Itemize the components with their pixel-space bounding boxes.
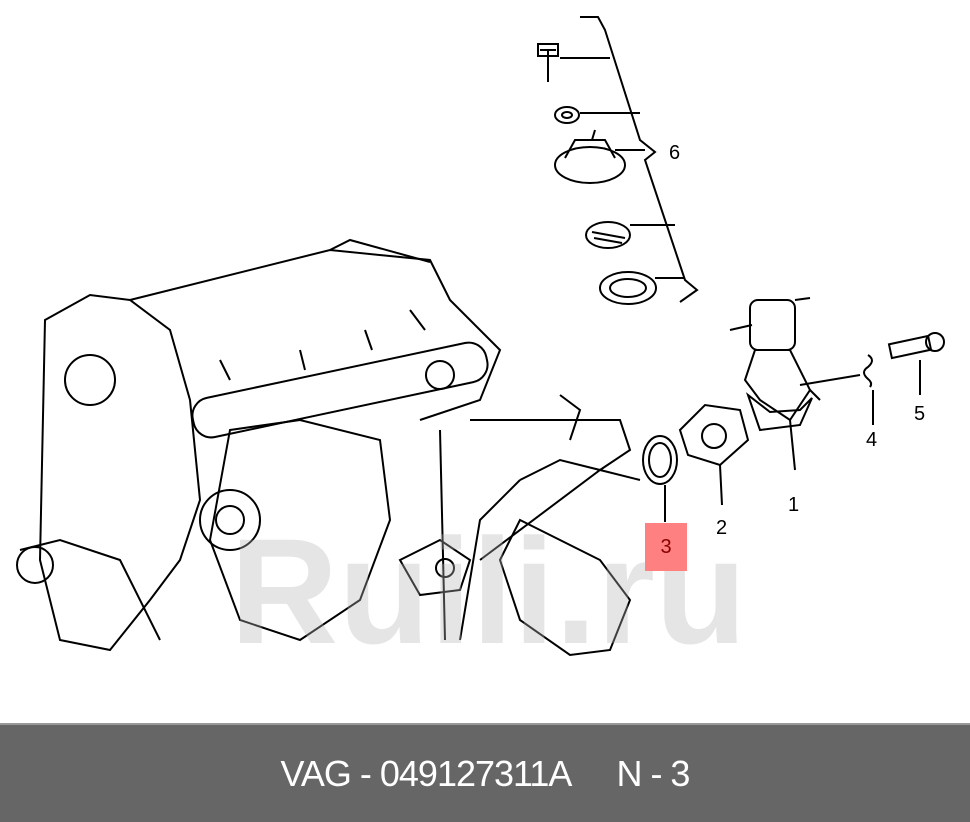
part-1-fuel-pump: [729, 297, 861, 471]
part-3-o-ring: [642, 435, 678, 522]
part-number-footer: VAG - 049127311A N - 3: [0, 723, 970, 822]
footer-position: N - 3: [616, 752, 690, 794]
callout-2[interactable]: 2: [716, 517, 728, 539]
callout-5[interactable]: 5: [914, 403, 926, 425]
engine-drawing: [16, 238, 641, 657]
part-4-5-hardware: [863, 332, 945, 425]
part-6-group: [537, 16, 699, 305]
parts-diagram: [16, 16, 945, 657]
footer-spacer: [571, 753, 616, 795]
footer-part-text: VAG - 049127311A: [280, 752, 573, 794]
part-2-gasket: [678, 403, 750, 506]
callout-4[interactable]: 4: [866, 429, 878, 451]
callout-1[interactable]: 1: [788, 494, 800, 516]
callout-6[interactable]: 6: [669, 142, 681, 164]
callout-3-highlighted[interactable]: 3: [645, 523, 687, 571]
